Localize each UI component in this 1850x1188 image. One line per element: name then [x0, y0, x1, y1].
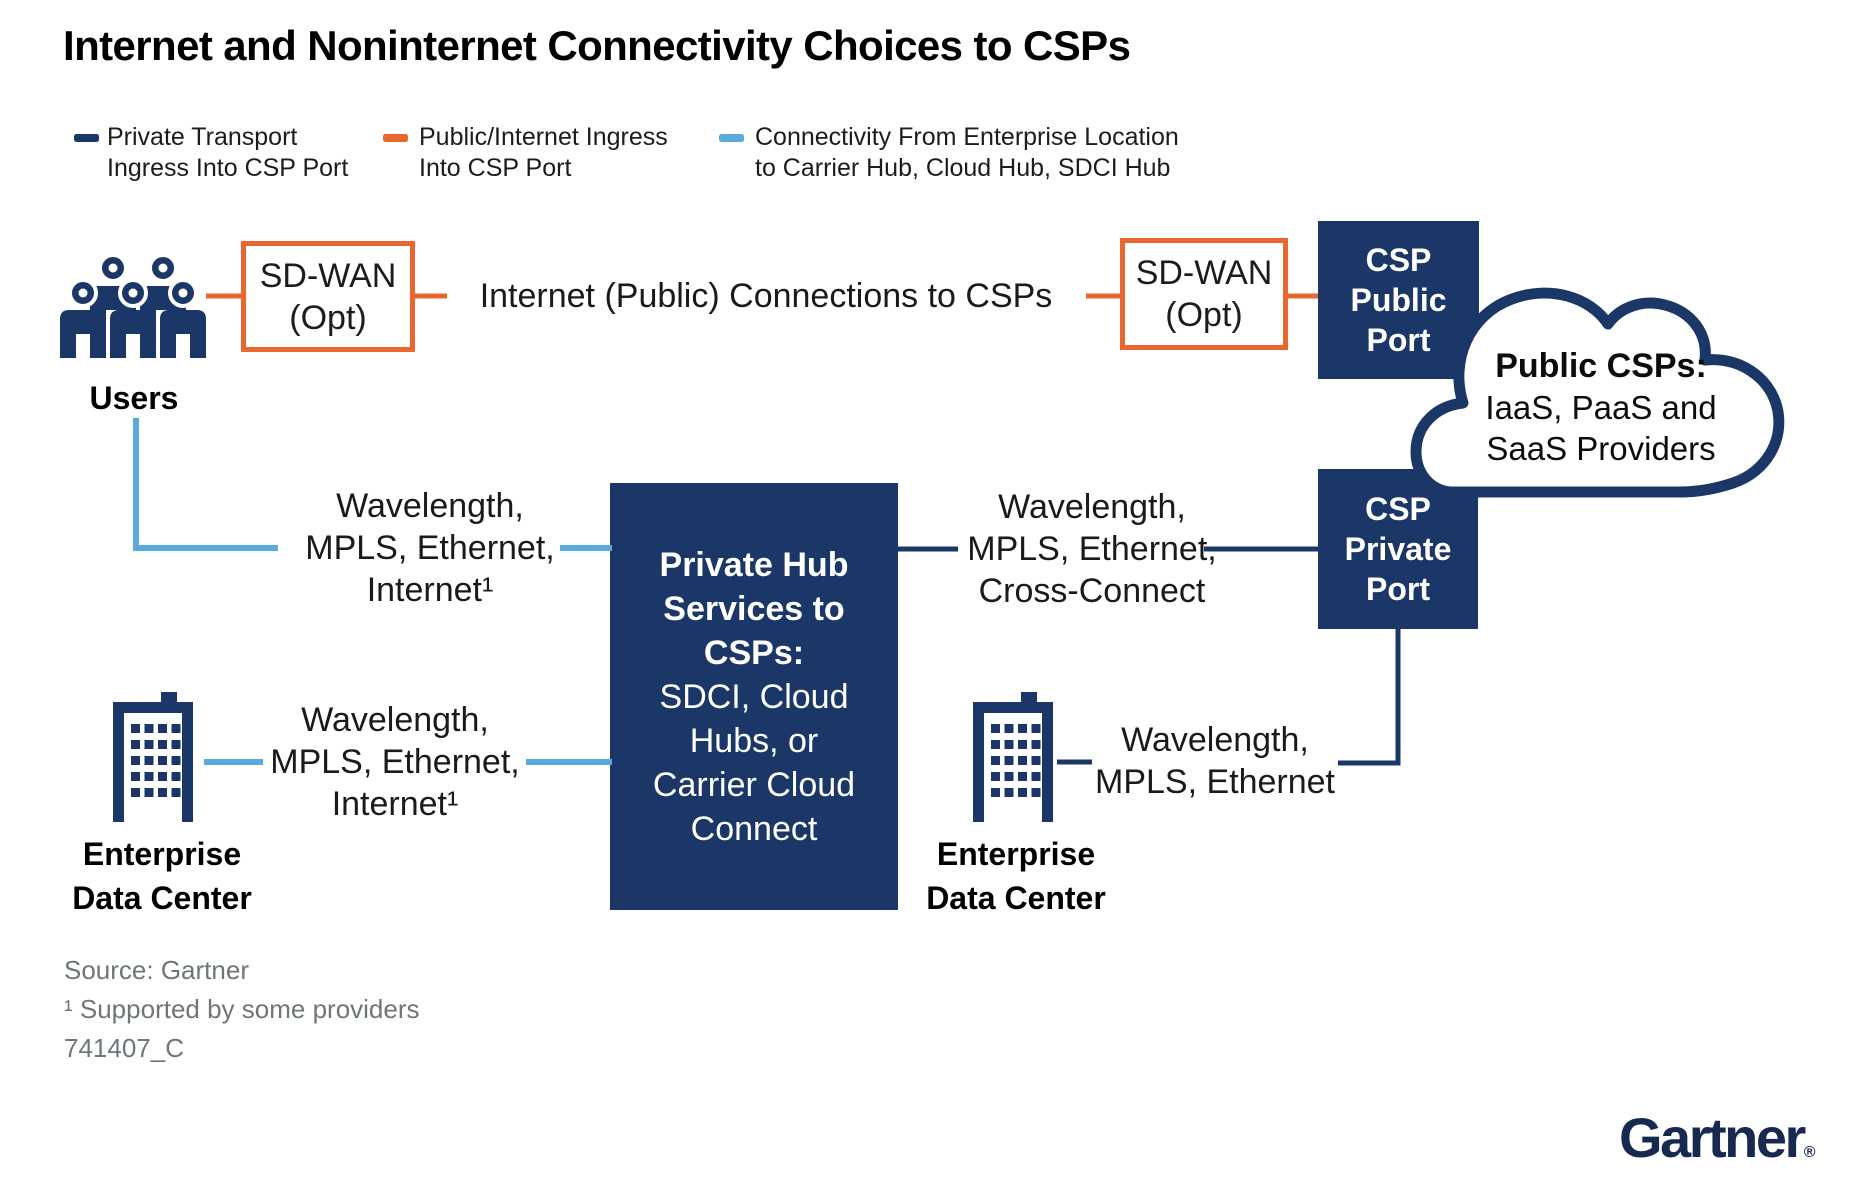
- edc-label-line: Data Center: [926, 880, 1106, 916]
- csp-public-port-line2: Public: [1350, 282, 1447, 318]
- public-csps-cloud-label: Public CSPs: IaaS, PaaS and SaaS Provide…: [1485, 346, 1716, 469]
- edge-label-line: Internet¹: [366, 571, 494, 609]
- csp-private-port-line1: CSP: [1365, 491, 1431, 527]
- private-hub-line: Services to: [663, 589, 845, 628]
- users-label: Users: [89, 380, 179, 416]
- enterprise-dc-left-icon: [113, 692, 193, 822]
- users-icon: [60, 253, 206, 358]
- sdwan-right-box: SD-WAN (Opt): [1120, 238, 1288, 350]
- edge-label-line: Wavelength,: [1121, 721, 1309, 759]
- enterprise-dc-left-label: Enterprise Data Center: [72, 832, 252, 920]
- source-note: Source: Gartner: [64, 955, 249, 985]
- csp-public-port-line3: Port: [1366, 322, 1431, 358]
- connector-users-to-hub-elbow: [133, 418, 278, 551]
- private-hub-line: CSPs:: [703, 633, 805, 672]
- sdwan-left-box: SD-WAN (Opt): [241, 241, 415, 352]
- edge-label-line: Cross-Connect: [978, 572, 1206, 610]
- edge-label-line: Wavelength,: [336, 487, 524, 525]
- gartner-logo: Gartner®: [1619, 1105, 1816, 1170]
- private-hub-line: Private Hub: [659, 545, 849, 584]
- enterprise-dc-right-label: Enterprise Data Center: [926, 832, 1106, 920]
- legend-label-line: Connectivity From Enterprise Location: [755, 123, 1179, 151]
- gartner-logo-text: Gartner: [1619, 1106, 1806, 1169]
- sdwan-right-line2: (Opt): [1165, 296, 1243, 334]
- edge-label-line: MPLS, Ethernet,: [270, 743, 520, 781]
- connector-private-port-down-elbow: [1338, 627, 1401, 766]
- edge-label-right-lower: Wavelength, MPLS, Ethernet: [1095, 719, 1335, 803]
- cloud-line2: IaaS, PaaS and: [1485, 389, 1717, 426]
- legend-label-line: Ingress Into CSP Port: [107, 154, 349, 182]
- edge-label-line: Wavelength,: [301, 701, 489, 739]
- sdwan-left-line1: SD-WAN: [259, 256, 397, 295]
- cloud-title: Public CSPs:: [1495, 347, 1707, 385]
- page-title: Internet and Noninternet Connectivity Ch…: [63, 22, 1131, 69]
- edge-label-line: Wavelength,: [998, 488, 1186, 526]
- cloud-line3: SaaS Providers: [1486, 430, 1716, 467]
- registered-mark: ®: [1803, 1144, 1816, 1161]
- enterprise-dc-right-icon: [973, 692, 1053, 822]
- legend-label-line: Into CSP Port: [419, 154, 572, 182]
- edc-label-line: Data Center: [72, 880, 252, 916]
- legend-label-line: Private Transport: [107, 123, 298, 151]
- private-hub-box: Private Hub Services to CSPs: SDCI, Clou…: [610, 483, 898, 910]
- edc-label-line: Enterprise: [82, 836, 242, 872]
- edge-label-line: MPLS, Ethernet,: [967, 530, 1217, 568]
- legend-label-public-ingress: Public/Internet Ingress Into CSP Port: [419, 122, 668, 184]
- edge-label-line: MPLS, Ethernet,: [305, 529, 555, 567]
- private-hub-line: Carrier Cloud: [652, 765, 856, 804]
- footnote: ¹ Supported by some providers: [64, 994, 420, 1024]
- legend-label-line: to Carrier Hub, Cloud Hub, SDCI Hub: [755, 154, 1171, 182]
- edge-label-right-upper: Wavelength, MPLS, Ethernet, Cross-Connec…: [967, 486, 1216, 612]
- sdwan-right-line1: SD-WAN: [1135, 254, 1273, 292]
- legend-label-line: Public/Internet Ingress: [419, 123, 668, 151]
- private-hub-line: SDCI, Cloud: [659, 677, 849, 716]
- csp-public-port-line1: CSP: [1365, 242, 1432, 278]
- legend-label-private-transport: Private Transport Ingress Into CSP Port: [107, 122, 348, 184]
- edge-label-left-upper: Wavelength, MPLS, Ethernet, Internet¹: [305, 485, 554, 611]
- internet-public-connections-label: Internet (Public) Connections to CSPs: [479, 277, 1053, 315]
- sdwan-left-line2: (Opt): [289, 298, 367, 337]
- csp-private-port-line3: Port: [1366, 571, 1430, 607]
- document-id: 741407_C: [64, 1033, 184, 1063]
- edge-label-line: MPLS, Ethernet: [1094, 763, 1336, 801]
- legend-swatch-private-transport: [74, 134, 99, 142]
- legend-swatch-enterprise-connectivity: [719, 134, 744, 142]
- legend-swatch-public-ingress: [383, 134, 408, 142]
- legend-label-enterprise-connectivity: Connectivity From Enterprise Location to…: [755, 122, 1179, 184]
- private-hub-line: Connect: [690, 809, 818, 848]
- edge-label-left-lower: Wavelength, MPLS, Ethernet, Internet¹: [270, 699, 519, 825]
- csp-public-port-box: CSP Public Port: [1318, 221, 1479, 379]
- edge-label-line: Internet¹: [331, 785, 459, 823]
- edc-label-line: Enterprise: [936, 836, 1096, 872]
- private-hub-line: Hubs, or: [689, 721, 819, 760]
- csp-private-port-box: CSP Private Port: [1318, 469, 1478, 629]
- csp-private-port-line2: Private: [1344, 531, 1452, 567]
